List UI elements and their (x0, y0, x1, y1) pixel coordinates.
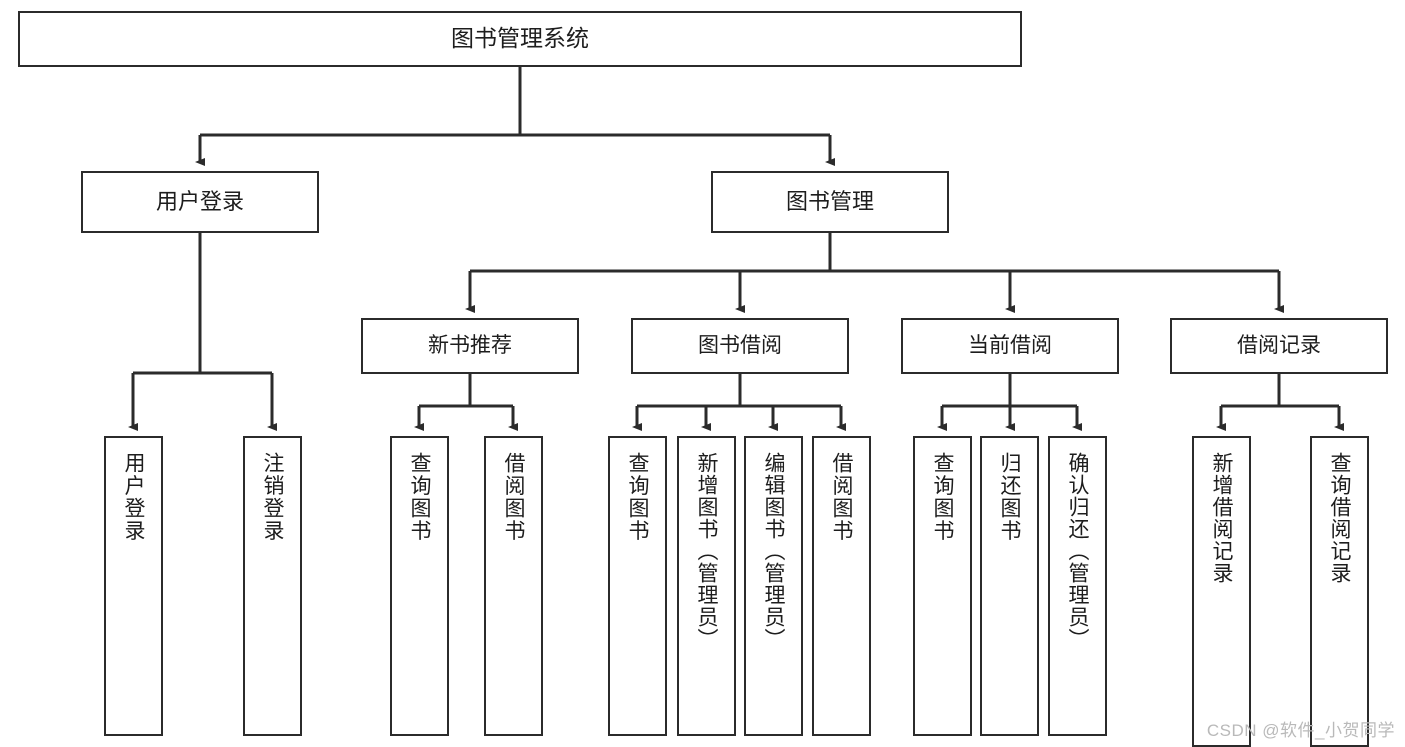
leaf-return-book[interactable]: 归还图书 (980, 436, 1039, 736)
node-label: 借阅图书 (502, 452, 525, 542)
node-label: 查询图书 (626, 452, 649, 542)
leaf-add-borrow-record[interactable]: 新增借阅记录 (1192, 436, 1251, 747)
node-label: 查询图书 (408, 452, 431, 542)
node-label: 图书管理系统 (451, 25, 589, 52)
node-label: 当前借阅 (968, 333, 1052, 357)
node-label: 编辑图书（管理员） (762, 452, 785, 650)
node-current-borrow[interactable]: 当前借阅 (901, 318, 1119, 374)
node-new-book-recommend[interactable]: 新书推荐 (361, 318, 579, 374)
node-label: 用户登录 (122, 452, 145, 542)
leaf-add-book-admin[interactable]: 新增图书（管理员） (677, 436, 736, 736)
leaf-query-book-current[interactable]: 查询图书 (913, 436, 972, 736)
leaf-query-book-recommend[interactable]: 查询图书 (390, 436, 449, 736)
leaf-borrow-book-recommend[interactable]: 借阅图书 (484, 436, 543, 736)
node-label: 图书借阅 (698, 333, 782, 357)
leaf-user-logout[interactable]: 注销登录 (243, 436, 302, 736)
node-label: 归还图书 (998, 452, 1021, 542)
node-book-borrow[interactable]: 图书借阅 (631, 318, 849, 374)
node-book-management-group[interactable]: 图书管理 (711, 171, 949, 233)
node-label: 新增图书（管理员） (695, 452, 718, 650)
node-root-system[interactable]: 图书管理系统 (18, 11, 1022, 67)
node-label: 借阅图书 (830, 452, 853, 542)
node-label: 注销登录 (261, 452, 284, 542)
node-label: 新书推荐 (428, 333, 512, 357)
node-label: 确认归还（管理员） (1066, 452, 1089, 650)
node-user-login-group[interactable]: 用户登录 (81, 171, 319, 233)
node-label: 图书管理 (785, 189, 874, 215)
leaf-query-borrow-record[interactable]: 查询借阅记录 (1310, 436, 1369, 747)
leaf-user-login[interactable]: 用户登录 (104, 436, 163, 736)
node-label: 借阅记录 (1237, 333, 1321, 357)
leaf-confirm-return-admin[interactable]: 确认归还（管理员） (1048, 436, 1107, 736)
node-label: 查询借阅记录 (1328, 452, 1351, 584)
node-label: 用户登录 (155, 189, 244, 215)
leaf-edit-book-admin[interactable]: 编辑图书（管理员） (744, 436, 803, 736)
node-borrow-record[interactable]: 借阅记录 (1170, 318, 1388, 374)
leaf-borrow-book[interactable]: 借阅图书 (812, 436, 871, 736)
node-label: 查询图书 (931, 452, 954, 542)
leaf-query-book-borrow[interactable]: 查询图书 (608, 436, 667, 736)
node-label: 新增借阅记录 (1210, 452, 1233, 584)
csdn-watermark: CSDN @软件_小贺同学 (1206, 721, 1395, 740)
